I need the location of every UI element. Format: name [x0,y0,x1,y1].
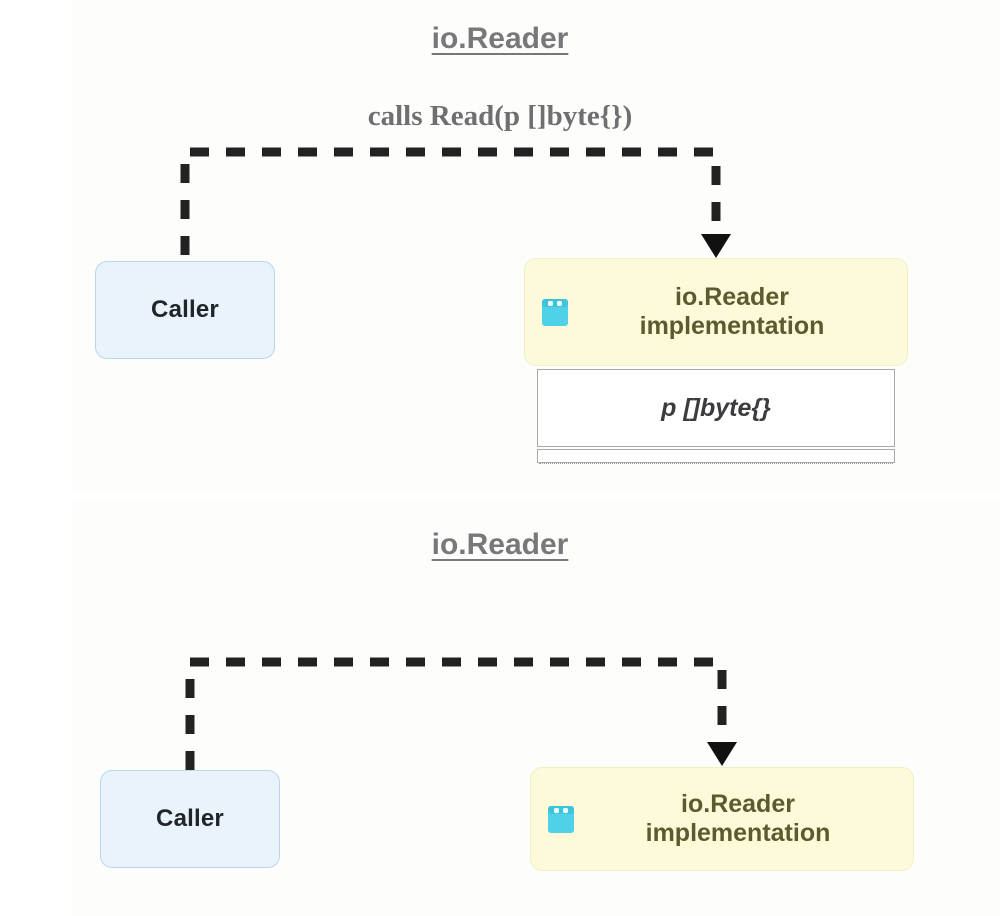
node-impl-label-line2-bottom: implementation [645,819,831,847]
diagram-title-top: io.Reader [431,22,569,55]
node-caller-bottom[interactable]: Caller [100,770,280,868]
node-caller-label-top: Caller [151,296,219,323]
edge-label-calls-read: calls Read(p []byte{}) [367,100,633,132]
database-icon [542,299,568,326]
diagram-section-with-buffer: io.Reader calls Read(p []byte{}) Caller … [95,22,908,464]
diagram-title-bottom: io.Reader [431,528,569,561]
param-panel-value: p []byte{} [661,393,771,422]
param-panel-buffer: p []byte{} [537,369,895,447]
database-icon [548,806,574,833]
node-impl-label-line1-top: io.Reader [675,282,789,311]
node-io-reader-implementation-top[interactable]: io.Reader implementation [524,258,908,366]
node-io-reader-implementation-bottom[interactable]: io.Reader implementation [530,767,914,871]
node-caller-label-bottom: Caller [156,805,224,832]
node-caller-top[interactable]: Caller [95,261,275,359]
node-impl-label-line2-top: implementation [639,312,825,340]
param-panel-strip [537,449,895,463]
param-panel-dotted-edge [539,463,893,464]
node-impl-label-line1-bottom: io.Reader [681,789,795,818]
node-impl-label-top: io.Reader implementation [571,283,907,342]
node-impl-label-bottom: io.Reader implementation [577,790,913,849]
diagram-section-plain: io.Reader Caller io.Reader implementatio… [0,502,1000,916]
